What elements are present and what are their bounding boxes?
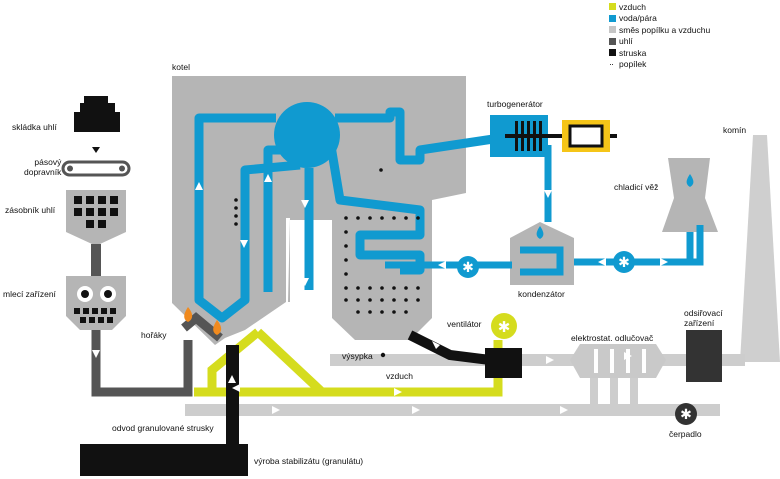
water-drop-tower	[686, 174, 694, 187]
legend-swatch-slag	[609, 49, 616, 57]
slag-channel	[226, 345, 239, 445]
desulfurization-unit	[686, 330, 722, 382]
ash-pump	[675, 403, 697, 425]
legend-item-air: vzduch	[609, 1, 710, 13]
flame-icon	[184, 307, 193, 322]
label-boiler: kotel	[172, 62, 190, 72]
ash-dots-boiler	[234, 168, 420, 358]
belt-conveyor	[61, 160, 131, 177]
label-stabilizate: výroba stabilizátu (granulátu)	[254, 456, 364, 466]
legend-label: struska	[619, 47, 647, 58]
fan-housing	[485, 348, 522, 378]
legend-dots-ash: ··	[609, 58, 614, 69]
label-pump: čerpadlo	[669, 429, 702, 439]
legend-swatch-water-steam	[609, 14, 616, 22]
electrostatic-precipitator	[570, 344, 666, 378]
mill-teeth	[74, 308, 116, 323]
legend-item-water-steam: voda/pára	[609, 13, 710, 25]
conveyor-roller	[67, 165, 73, 172]
label-coal-yard: skládka uhlí	[12, 122, 57, 132]
legend-label: směs popílku a vzduchu	[619, 24, 711, 35]
conveyor-roller	[119, 165, 125, 172]
label-belt-conveyor: pásový dopravník	[24, 157, 62, 177]
ash-pump-icon: ✱	[680, 407, 692, 423]
burners	[181, 312, 223, 342]
flame-icon	[213, 320, 222, 335]
label-condenser: kondenzátor	[518, 289, 565, 299]
label-precipitator: elektrostat. odlučovač	[571, 333, 654, 343]
label-coal-bunker: zásobník uhlí	[5, 205, 56, 215]
mill	[66, 276, 126, 330]
legend-swatch-air	[609, 3, 616, 11]
legend-label: vzduch	[619, 1, 646, 12]
coal-dust-pipe	[91, 330, 193, 397]
label-chimney: komín	[723, 125, 747, 135]
water-drop-condenser	[536, 226, 544, 239]
conveyor-arrow	[92, 147, 100, 153]
ash-transport-pipe	[407, 330, 491, 365]
label-mill: mlecí zařízení	[3, 289, 56, 299]
boiler-tubes	[194, 107, 501, 323]
mill-eye-pupil	[104, 290, 112, 298]
circulation-pump-2	[613, 251, 635, 273]
label-desulfurization: odsiřovací zařízení	[684, 308, 723, 328]
bunker-coal	[74, 196, 118, 228]
label-burners: hořáky	[141, 330, 167, 340]
legend-label: uhlí	[619, 36, 633, 47]
precipitator-plates	[594, 349, 646, 373]
label-turbogenerator: turbogenerátor	[487, 99, 543, 109]
legend-swatch-ash-air	[609, 26, 616, 34]
legend-item-ash-air: směs popílku a vzduchu	[609, 24, 710, 36]
legend-swatch-coal	[609, 37, 616, 45]
label-fan: ventilátor	[447, 319, 482, 329]
boiler-flue-gap	[290, 220, 318, 302]
cooling-tower	[662, 158, 718, 232]
fan-icon: ✱	[498, 318, 511, 336]
coal-yard-pile	[74, 96, 120, 132]
turbine-blades	[505, 121, 617, 151]
legend-label: popílek	[619, 59, 647, 70]
legend-item-ash: ·· popílek	[609, 59, 710, 71]
label-hopper: výsypka	[342, 351, 373, 361]
legend-item-slag: struska	[609, 47, 710, 59]
mill-eye-pupil	[81, 290, 89, 298]
pump-1-icon: ✱	[462, 260, 474, 276]
pump-2-icon: ✱	[618, 255, 630, 271]
stabilizate-block	[80, 444, 248, 476]
legend: vzduch voda/pára směs popílku a vzduchu …	[609, 1, 710, 70]
fan-yellow	[491, 313, 517, 339]
steam-drum	[274, 102, 340, 168]
coal-chute	[91, 244, 101, 276]
circulation-pump-1	[457, 256, 479, 278]
flow-arrows	[92, 174, 668, 414]
label-cooling-tower: chladicí věž	[614, 182, 659, 192]
label-air: vzduch	[386, 371, 413, 381]
legend-item-coal: uhlí	[609, 36, 710, 48]
legend-label: voda/pára	[619, 13, 657, 24]
generator-core	[568, 124, 604, 148]
label-slag-removal: odvod granulované strusky	[112, 423, 214, 433]
chimney	[740, 135, 780, 362]
